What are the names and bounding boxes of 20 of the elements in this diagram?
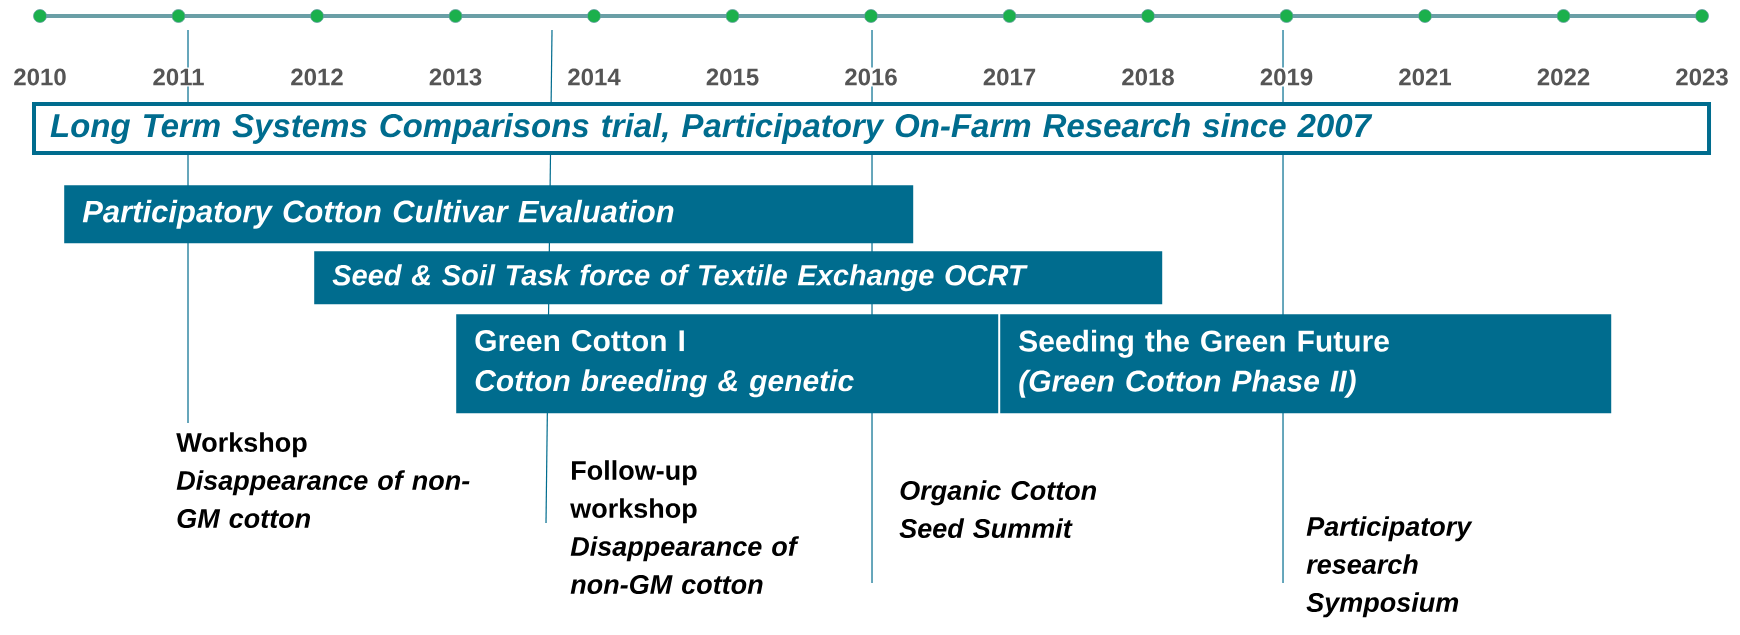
event-text: Workshop Disappearance of non-GM cotton (176, 432, 470, 529)
node-label: Cotton breeding & genetic (475, 369, 854, 398)
year-label: 2023 (1674, 67, 1730, 87)
year-label: 2019 (1258, 67, 1315, 87)
event-text: Follow-up workshop Disappearance of non-GM cotton (570, 460, 799, 595)
year-label: 2010 (12, 67, 68, 87)
project-bar: Seed & Soil Task force of Textile Exchange OCRT (314, 251, 1163, 305)
node-label: Seeding the Green Future (1019, 329, 1389, 358)
event-text: Organic Cotton Seed Summit (899, 480, 1097, 539)
project-bar: Seeding the Green Future (Green Cotton Phase II) (1000, 314, 1612, 414)
node-label: Green Cotton I (475, 330, 684, 352)
year-label: 2011 (151, 67, 206, 87)
node-label: (Green Cotton Phase II) (1019, 369, 1356, 398)
year-label: 2016 (843, 67, 899, 87)
project-bar: Green Cotton I Cotton breeding & genetic (456, 314, 999, 414)
year-label: 2014 (566, 67, 622, 87)
event-text: Participatory research Symposium (1306, 516, 1473, 618)
year-label: 2017 (981, 67, 1038, 87)
program-box: Long Term Systems Comparisons trial, Participatory On-Farm Research since 2007 (32, 102, 1711, 155)
project-bar: Participatory Cotton Cultivar Evaluation (64, 185, 914, 244)
